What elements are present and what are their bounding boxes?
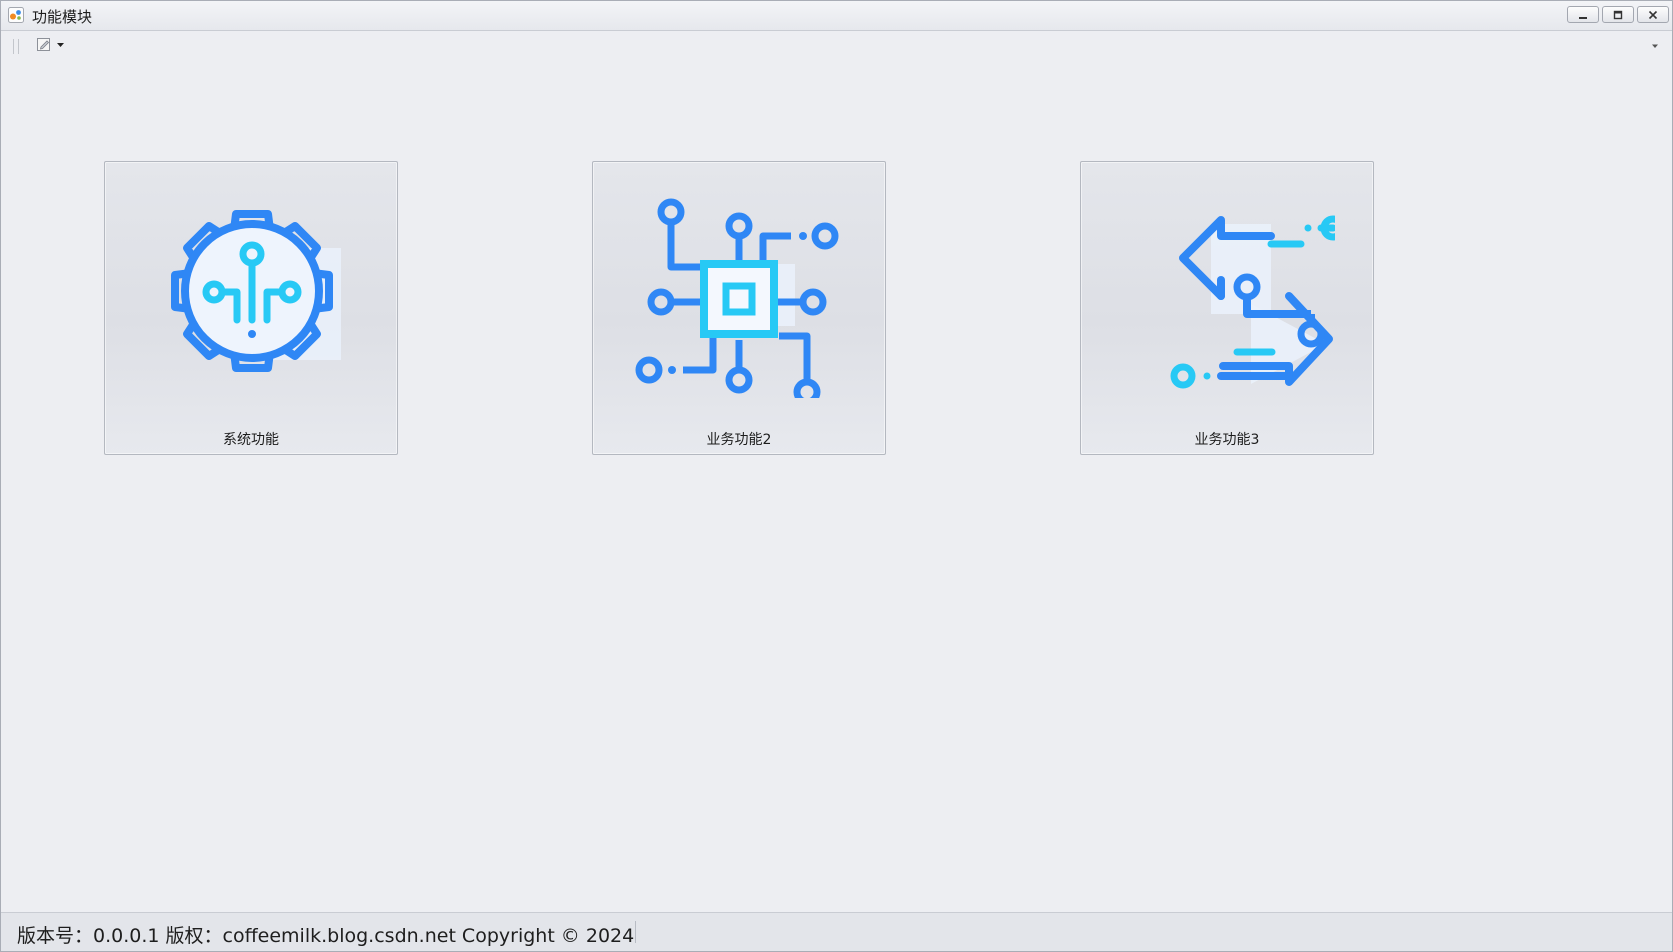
maximize-button[interactable] [1602,6,1634,23]
minimize-button[interactable] [1567,6,1599,23]
edit-dropdown-button[interactable] [36,36,70,54]
toolbar-grip[interactable] [13,39,19,54]
edit-icon [37,38,50,51]
minimize-icon [1579,16,1587,19]
maximize-icon [1613,10,1623,19]
app-icon [8,7,24,23]
status-bar: 版本号：0.0.0.1 版权：coffeemilk.blog.csdn.net … [1,912,1672,951]
title-bar[interactable]: 功能模块 [1,1,1672,31]
module-label: 业务功能3 [1194,432,1260,448]
module-tile-system[interactable]: 系统功能 [104,161,398,455]
close-button[interactable] [1637,6,1669,23]
toolbar [1,31,1672,59]
status-text: 版本号：0.0.0.1 版权：coffeemilk.blog.csdn.net … [17,925,635,947]
chip-circuit-icon [635,198,839,398]
module-tile-business-3[interactable]: 业务功能3 [1080,161,1374,455]
chevron-down-icon[interactable] [1650,41,1660,51]
gear-circuit-icon [171,210,341,372]
window-title: 功能模块 [32,8,93,26]
dropdown-arrow-icon [57,43,64,47]
close-icon [1648,10,1658,19]
exchange-arrows-icon [1170,215,1335,389]
status-separator [635,921,636,943]
module-tile-business-2[interactable]: 业务功能2 [592,161,886,455]
module-label: 系统功能 [223,432,279,448]
module-label: 业务功能2 [706,432,772,448]
